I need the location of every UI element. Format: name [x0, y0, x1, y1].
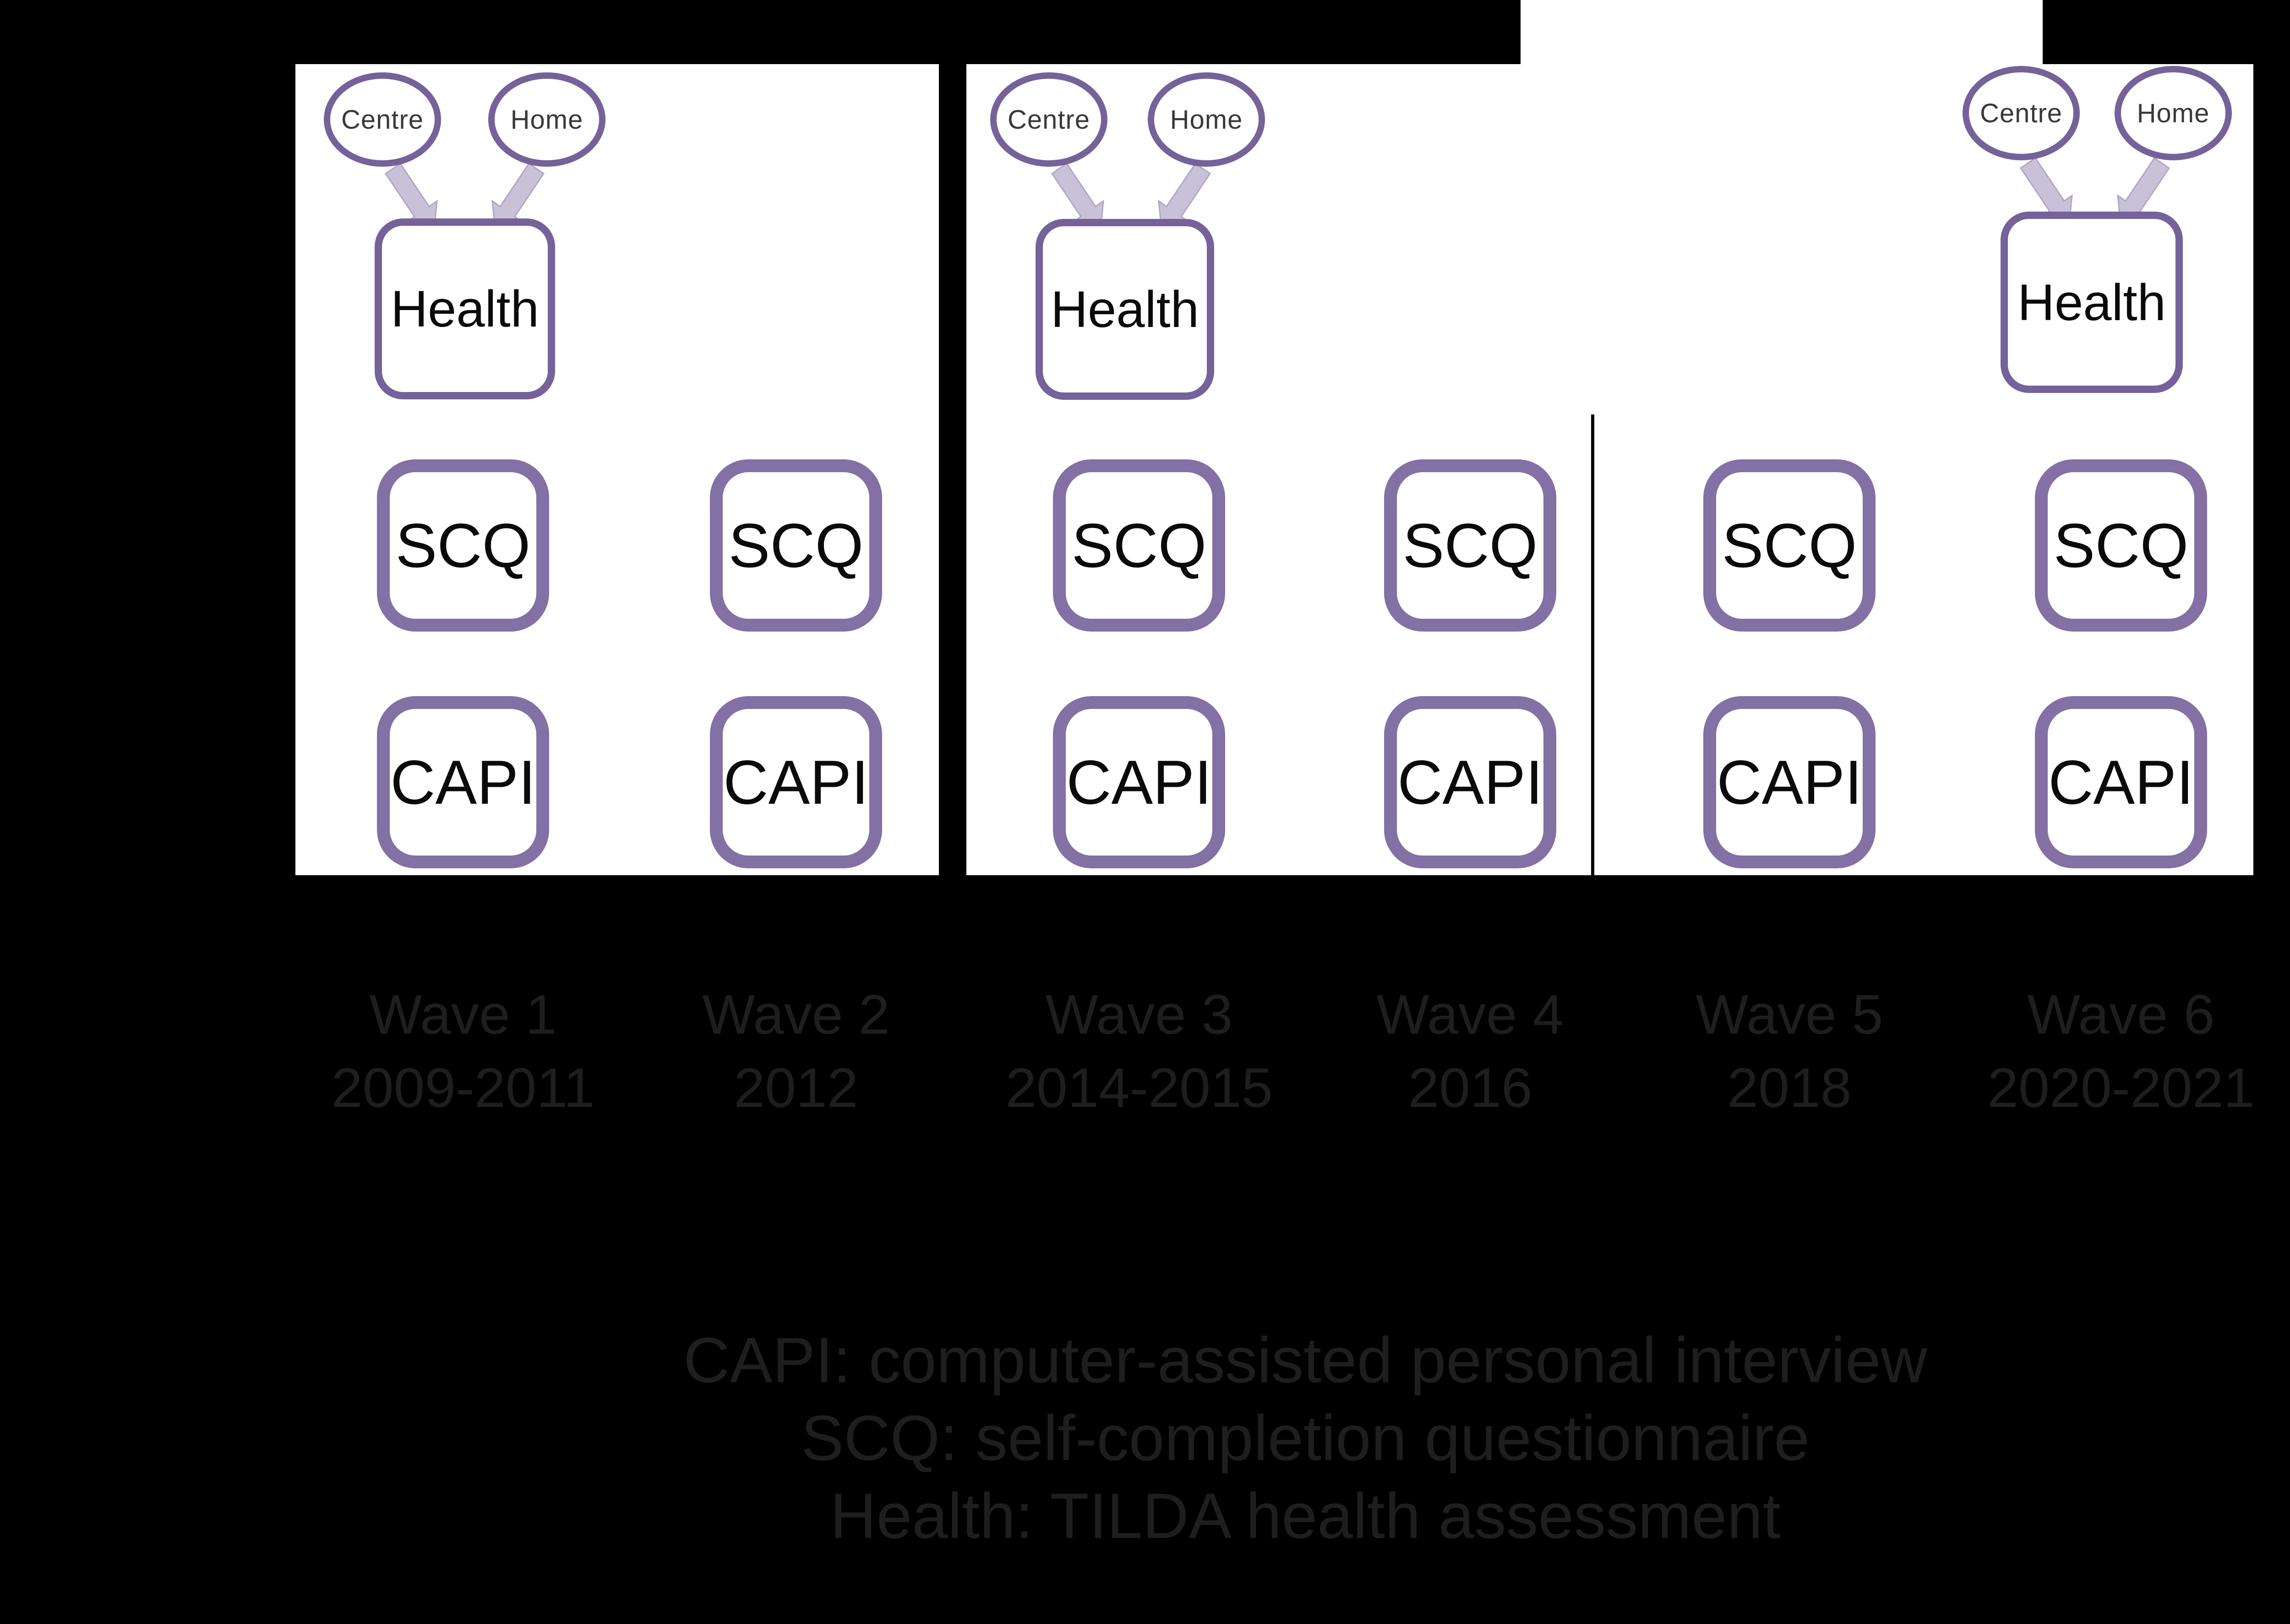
home-label: Home [2137, 98, 2210, 128]
centre-ellipse: Centre [990, 72, 1107, 167]
wave-years-caption: 2009-2011 [331, 1057, 595, 1119]
legend: CAPI: computer-assisted personal intervi… [0, 1321, 2290, 1555]
home-ellipse: Home [2115, 66, 2232, 160]
health-label: Health [2017, 273, 2166, 331]
centre-label: Centre [341, 104, 424, 135]
wave-caption: Wave 1 [369, 983, 557, 1046]
centre-label: Centre [1979, 98, 2063, 128]
wave-caption: Wave 2 [702, 983, 890, 1046]
scq-box: SCQ [710, 459, 882, 632]
legend-line-health: Health: TILDA health assessment [830, 1480, 1781, 1552]
capi-box: CAPI [710, 696, 882, 868]
home-label: Home [1170, 104, 1243, 135]
legend-line-scq: SCQ: self-completion questionnaire [801, 1402, 1810, 1474]
capi-label: CAPI [390, 747, 536, 817]
legend-line-capi: CAPI: computer-assisted personal intervi… [683, 1324, 1927, 1396]
panel-wave-1-2: Centre Home Health SCQ SCQ CAPI CAPI [295, 64, 939, 875]
wave-years-caption: 2020-2021 [1987, 1057, 2255, 1119]
panel-wave-3-6: Centre Home Health Centre Home Health SC… [966, 64, 2253, 875]
health-box: Health [375, 218, 555, 399]
scq-box: SCQ [1703, 459, 1876, 632]
wave-caption: Wave 3 [1045, 983, 1233, 1046]
capi-label: CAPI [723, 747, 869, 817]
scq-label: SCQ [2053, 511, 2189, 580]
health-box: Health [1036, 219, 1214, 400]
capi-box: CAPI [1703, 696, 1876, 868]
health-box: Health [2001, 212, 2183, 393]
home-ellipse: Home [1148, 72, 1265, 167]
capi-label: CAPI [1717, 747, 1862, 817]
wave-years-caption: 2014-2015 [1005, 1057, 1273, 1119]
home-ellipse: Home [488, 72, 605, 167]
panel-top-tab [1521, 0, 2043, 67]
scq-label: SCQ [1722, 511, 1857, 580]
capi-label: CAPI [2048, 747, 2194, 817]
capi-box: CAPI [377, 696, 549, 868]
wave-years-caption: 2016 [1408, 1057, 1532, 1119]
scq-box: SCQ [2035, 459, 2207, 632]
home-label: Home [510, 104, 583, 135]
health-label: Health [1051, 281, 1199, 338]
scq-label: SCQ [395, 511, 531, 580]
capi-label: CAPI [1066, 747, 1212, 817]
centre-label: Centre [1007, 104, 1090, 135]
scq-box: SCQ [1384, 459, 1556, 632]
health-label: Health [391, 280, 539, 338]
scq-box: SCQ [1053, 459, 1225, 632]
wave-caption: Wave 4 [1376, 983, 1564, 1046]
capi-label: CAPI [1397, 747, 1543, 817]
capi-box: CAPI [2035, 696, 2207, 868]
centre-ellipse: Centre [324, 72, 441, 167]
capi-box: CAPI [1384, 696, 1556, 868]
scq-label: SCQ [1071, 511, 1207, 580]
scq-label: SCQ [728, 511, 864, 580]
scq-box: SCQ [377, 459, 549, 632]
panel-divider-line [1591, 414, 1594, 875]
wave-caption: Wave 5 [1696, 983, 1883, 1046]
scq-label: SCQ [1402, 511, 1538, 580]
wave-years-caption: 2012 [734, 1057, 858, 1119]
wave-years-caption: 2018 [1727, 1057, 1852, 1119]
wave-caption: Wave 6 [2027, 983, 2215, 1046]
capi-box: CAPI [1053, 696, 1225, 868]
centre-ellipse: Centre [1963, 66, 2080, 160]
